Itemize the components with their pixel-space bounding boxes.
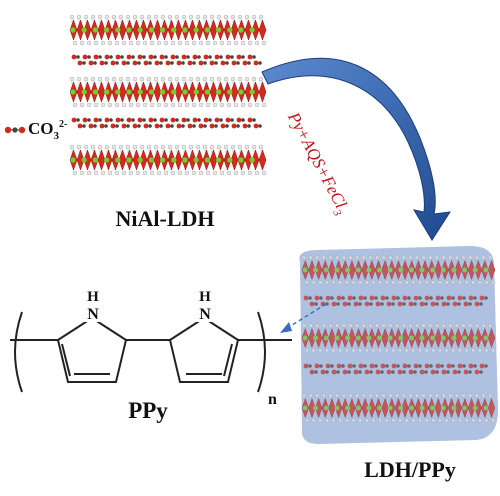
ring2-nitrogen: N [199, 306, 211, 323]
nial-ldh-label: NiAl-LDH [116, 206, 215, 231]
ppy-chemical-structure [10, 311, 292, 393]
carbonate-legend: CO32- [4, 119, 67, 142]
carbonate-superscript: 2- [59, 119, 67, 130]
ring1-nitrogen: N [87, 306, 99, 323]
nial-ldh-structure [69, 14, 267, 176]
ring2-hydrogen: H [199, 289, 211, 305]
dashed-pointer-arrow [280, 303, 327, 333]
carbonate-subscript: 3 [54, 130, 60, 142]
carbonate-molecule-icon [4, 126, 26, 134]
reaction-label: Py+AQS+FeCl [284, 108, 351, 212]
right-bracket [257, 311, 266, 393]
reaction-conditions: Py+AQS+FeCl3 [280, 108, 353, 219]
reaction-subscript: 3 [330, 207, 344, 219]
svg-text:Py+AQS+FeCl3: Py+AQS+FeCl3 [280, 108, 353, 219]
svg-text:CO32-: CO32- [28, 119, 67, 142]
pyrrole-ring-2 [168, 316, 240, 383]
ppy-label: PPy [128, 398, 168, 423]
ppy-coating-overlay [299, 246, 498, 444]
left-bracket [14, 311, 23, 393]
pyrrole-ring-1 [56, 316, 128, 383]
repeat-unit-n: n [268, 391, 277, 408]
reaction-arrow [261, 57, 451, 241]
coated-ldh-layers [301, 255, 496, 423]
ldh-ppy-composite-structure [299, 246, 498, 444]
carbonate-label: CO [28, 119, 54, 138]
ring1-hydrogen: H [87, 289, 99, 305]
ldh-ppy-label: LDH/PPy [364, 457, 456, 482]
